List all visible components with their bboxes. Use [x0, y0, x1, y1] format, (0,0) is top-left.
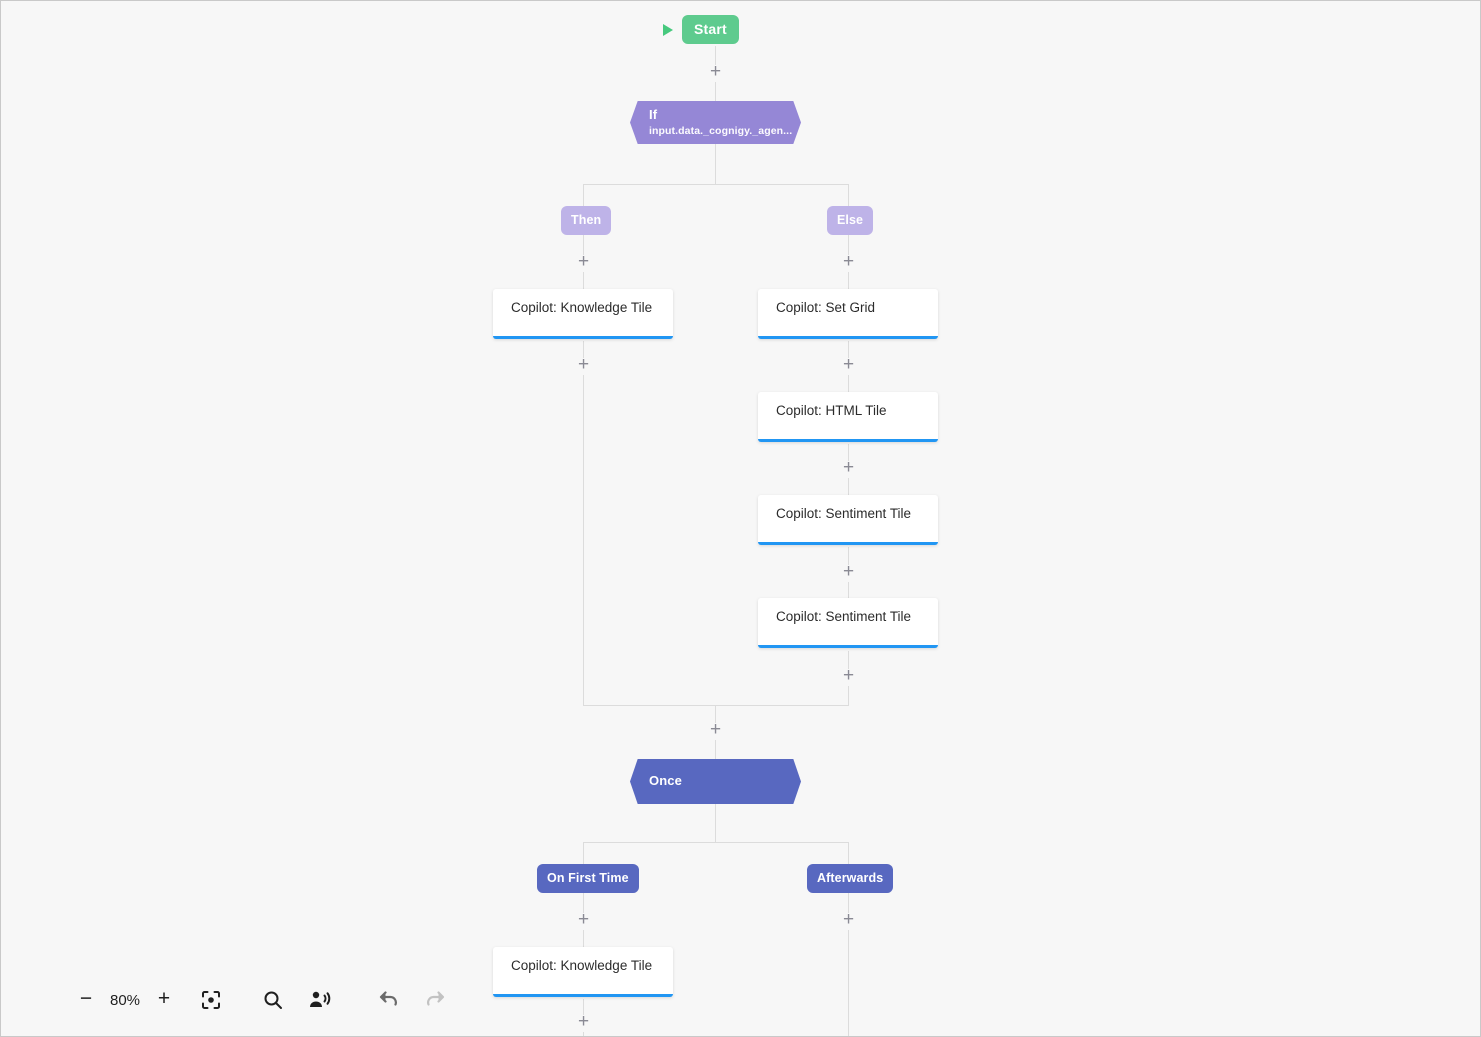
connector-afterwards-tail — [848, 892, 849, 1036]
search-icon — [261, 988, 285, 1012]
add-node-handle-else-4[interactable] — [840, 669, 857, 686]
branch-chip-afterwards[interactable]: Afterwards — [807, 864, 894, 893]
node-card-html-tile[interactable]: Copilot: HTML Tile — [758, 392, 938, 442]
branch-chip-then[interactable]: Then — [561, 206, 612, 235]
start-node[interactable]: Start — [663, 15, 739, 44]
search-button[interactable] — [261, 988, 285, 1012]
connector-split-to-else — [848, 184, 849, 206]
node-card-knowledge-tile-then[interactable]: Copilot: Knowledge Tile — [493, 289, 673, 339]
connector-once-split-bus — [583, 842, 849, 843]
undo-icon — [377, 988, 401, 1012]
add-node-handle-then[interactable] — [575, 255, 592, 272]
voice-preview-button[interactable] — [307, 988, 331, 1012]
node-card-label: Copilot: Sentiment Tile — [776, 506, 912, 521]
minus-icon: − — [79, 987, 93, 1010]
person-speaking-icon — [307, 988, 331, 1012]
connector-split-to-afterwards — [848, 842, 849, 864]
connector-merge-bus — [583, 705, 849, 706]
play-icon[interactable] — [663, 23, 673, 36]
node-card-set-grid[interactable]: Copilot: Set Grid — [758, 289, 938, 339]
connector-split-to-onfirsttime — [583, 842, 584, 864]
node-card-label: Copilot: Knowledge Tile — [511, 958, 653, 973]
redo-button[interactable] — [423, 988, 447, 1012]
connector-then-column — [583, 341, 584, 705]
branch-chip-else[interactable]: Else — [827, 206, 874, 235]
fit-view-button[interactable] — [199, 988, 223, 1012]
add-node-handle-else-1[interactable] — [840, 358, 857, 375]
if-node[interactable]: If input.data._cognigy._agen... — [630, 101, 801, 144]
add-node-handle-on-first-time[interactable] — [575, 913, 592, 930]
branch-chip-on-first-time[interactable]: On First Time — [537, 864, 639, 893]
redo-icon — [423, 988, 447, 1012]
add-node-handle-else-3[interactable] — [840, 565, 857, 582]
undo-button[interactable] — [377, 988, 401, 1012]
connector-split-to-then — [583, 184, 584, 206]
connector-if-to-split — [715, 144, 716, 184]
add-node-handle-on-first-time-1[interactable] — [575, 1015, 592, 1032]
once-node-title: Once — [649, 773, 682, 789]
plus-icon: + — [157, 987, 171, 1010]
once-node[interactable]: Once — [630, 759, 801, 804]
start-button[interactable]: Start — [682, 15, 739, 44]
zoom-in-button[interactable]: + — [151, 987, 177, 1013]
add-node-handle-then-1[interactable] — [575, 358, 592, 375]
node-card-sentiment-tile-2[interactable]: Copilot: Sentiment Tile — [758, 598, 938, 648]
node-card-label: Copilot: HTML Tile — [776, 403, 887, 418]
node-card-sentiment-tile-1[interactable]: Copilot: Sentiment Tile — [758, 495, 938, 545]
node-card-knowledge-tile-once[interactable]: Copilot: Knowledge Tile — [493, 947, 673, 997]
connector-once-to-split — [715, 804, 716, 842]
node-card-label: Copilot: Set Grid — [776, 300, 876, 315]
node-card-label: Copilot: Sentiment Tile — [776, 609, 912, 624]
add-node-handle[interactable] — [707, 65, 724, 82]
add-node-handle-else[interactable] — [840, 255, 857, 272]
connector-if-split-bus — [583, 184, 848, 185]
node-card-label: Copilot: Knowledge Tile — [511, 300, 653, 315]
center-focus-icon — [199, 988, 223, 1012]
zoom-level-label: 80% — [109, 991, 141, 1009]
add-node-handle-else-2[interactable] — [840, 461, 857, 478]
if-node-condition: input.data._cognigy._agen... — [649, 125, 793, 138]
bottom-toolbar: − 80% + — [1, 964, 447, 1036]
if-node-title: If — [649, 106, 658, 122]
add-node-handle-merge[interactable] — [707, 723, 724, 740]
zoom-out-button[interactable]: − — [73, 987, 99, 1013]
add-node-handle-afterwards[interactable] — [840, 913, 857, 930]
